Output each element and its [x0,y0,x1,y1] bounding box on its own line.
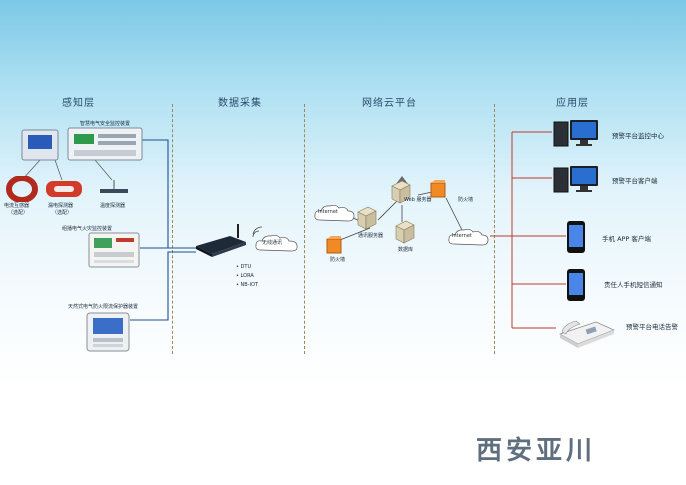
sensor-current-label: 电流互感器 [4,203,30,209]
internet-left-label: Internet [318,209,338,215]
temperature-detector-icon [100,180,128,193]
section-title-application: 应用层 [556,98,589,109]
combo-device-label: 组播电气火灾监控装置 [62,226,113,232]
web-server-label: Web 服务器 [404,197,432,203]
leakage-detector-icon [46,181,82,197]
section-title-perception: 感知层 [62,98,95,109]
monitor-center-icon [553,120,598,147]
method-lora-label: LORA [240,273,254,279]
main-device-label: 智慧电气安全监控装置 [80,121,131,127]
app-item-1: 预警平台客户端 [612,177,658,185]
wireless-signal-icon [252,226,263,238]
method-nbiot-label: NB-IOT [240,282,258,288]
comm-server-icon [357,206,377,230]
app-item-3: 责任人手机短信通知 [604,281,663,289]
combo-device-icon [88,232,140,268]
sensor-leakage-label: 漏电探测器 [48,203,74,209]
firewall-right-label: 防火墙 [458,197,474,203]
firewall-left-label: 防火墙 [330,257,346,263]
database-label: 数据库 [398,247,414,253]
section-title-cloud: 网络云平台 [362,98,417,109]
divider-1 [172,104,173,354]
comm-server-label: 通讯服务器 [358,233,384,239]
mobile-app-icon [567,221,585,253]
watermark: 西安亚川 [476,436,597,466]
app-item-4: 预警平台电话告警 [626,323,678,331]
method-dtu-label: DTU [240,264,252,270]
wireless-cloud-icon [255,234,298,252]
current-transformer-icon [6,176,38,202]
internet-cloud-left-icon [314,204,355,222]
mobile-sms-icon [567,269,585,301]
sensor-leakage-note: （选配） [52,210,73,216]
sensor-temp-label: 温度探测器 [100,203,126,209]
method-nbiot: • NB-IOT [236,282,258,288]
main-device-icon [21,127,143,161]
protect-device-icon [86,312,130,352]
method-dtu: • DTU [236,264,252,270]
telephone-icon [559,320,615,348]
method-lora: • LORA [236,273,254,279]
client-pc-icon [553,166,598,193]
protect-device-label: 天然式电气防火限流保护器装置 [68,304,139,310]
dtu-device-icon [196,224,246,257]
sensor-current-note: （选配） [8,210,29,216]
web-server-icon [391,180,411,204]
divider-2 [304,104,305,354]
internet-right-label: Internet [452,233,472,239]
divider-3 [494,104,495,354]
internet-cloud-right-icon [448,228,489,246]
database-server-icon [395,220,415,244]
firewall-right-icon [430,180,446,198]
section-title-data-collection: 数据采集 [218,98,262,109]
app-item-2: 手机 APP 客户端 [602,235,651,243]
app-item-0: 预警平台监控中心 [612,132,664,140]
wireless-cloud-label: 无线通讯 [262,240,283,246]
firewall-left-icon [326,236,342,254]
